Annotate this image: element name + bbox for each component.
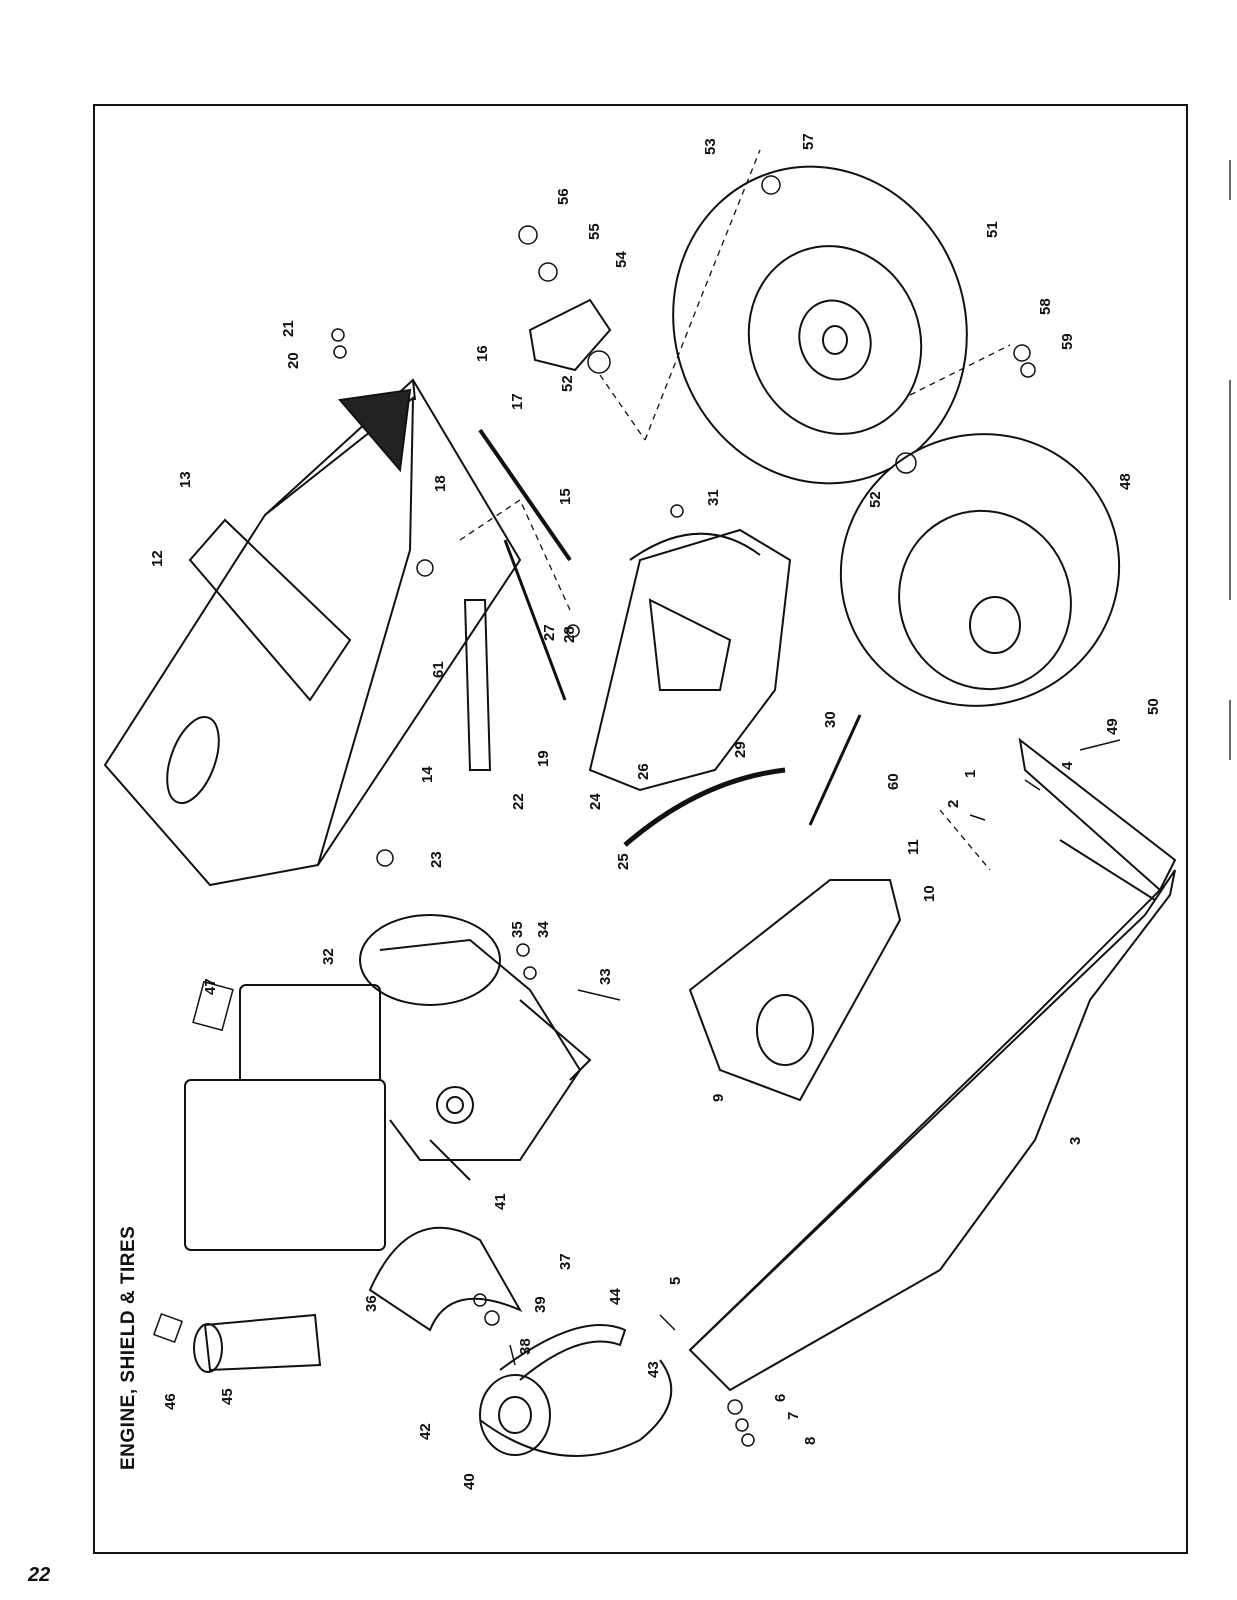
callout-label: 1 <box>962 770 979 778</box>
callout-label: 42 <box>417 1423 434 1440</box>
callout-label: 11 <box>905 839 922 855</box>
engine-part <box>184 914 592 1251</box>
callout-label: 29 <box>732 741 749 758</box>
callout-label: 31 <box>705 489 722 506</box>
callout-label: 43 <box>645 1361 662 1378</box>
callout-label: 55 <box>586 223 603 240</box>
callout-label: 6 <box>772 1394 789 1402</box>
wheel-part-front <box>839 433 1121 707</box>
callout-label: 52 <box>559 375 576 392</box>
wheel-part-rear <box>672 165 968 485</box>
shaft-part <box>478 428 572 562</box>
callout-label: 30 <box>822 711 839 728</box>
callout-label: 47 <box>202 978 219 995</box>
axle-part <box>808 714 862 826</box>
callout-label: 2 <box>945 800 962 808</box>
callout-label: 57 <box>800 133 817 150</box>
callout-label: 58 <box>1037 298 1054 315</box>
diagram-frame <box>93 104 1188 1554</box>
belt-part <box>623 767 786 847</box>
callout-label: 44 <box>607 1288 624 1305</box>
pulley-part <box>479 1324 673 1457</box>
callout-label: 13 <box>177 471 194 488</box>
hub-washer-part <box>528 298 612 372</box>
callout-label: 37 <box>557 1253 574 1270</box>
callout-label: 19 <box>535 750 552 767</box>
scan-edge-mark <box>1229 380 1231 600</box>
callout-label: 40 <box>461 1473 478 1490</box>
callout-label: 48 <box>1117 473 1134 490</box>
callout-label: 9 <box>710 1094 727 1102</box>
callout-label: 53 <box>702 138 719 155</box>
callout-label: 15 <box>557 488 574 505</box>
callout-label: 16 <box>474 345 491 362</box>
callout-label: 38 <box>517 1338 534 1355</box>
callout-label: 27 <box>541 624 558 641</box>
chassis-part <box>688 737 1177 1392</box>
callout-label: 41 <box>492 1193 509 1210</box>
callout-label: 20 <box>285 352 302 369</box>
rod-part <box>503 539 567 701</box>
callout-label: 59 <box>1059 333 1076 350</box>
callout-label: 25 <box>615 853 632 870</box>
callout-label: 34 <box>535 921 552 938</box>
callout-label: 32 <box>320 948 337 965</box>
tube-part <box>193 1313 322 1373</box>
callout-label: 61 <box>430 661 447 678</box>
callout-label: 23 <box>428 851 445 868</box>
callout-label: 28 <box>561 626 578 643</box>
side-cover-part <box>588 528 792 792</box>
belt-guard-part <box>368 1226 523 1332</box>
callout-label: 33 <box>597 968 614 985</box>
callout-label: 21 <box>280 320 297 337</box>
callout-label: 22 <box>510 793 527 810</box>
callout-label: 4 <box>1059 761 1076 770</box>
callout-label: 35 <box>509 921 526 938</box>
callout-label: 7 <box>785 1412 802 1420</box>
callout-label: 39 <box>532 1296 549 1313</box>
callout-label: 45 <box>219 1388 236 1405</box>
callout-label: 3 <box>1067 1137 1084 1145</box>
callout-label: 36 <box>363 1295 380 1312</box>
callout-label: 24 <box>587 793 604 810</box>
engine-cover-part <box>103 378 522 887</box>
callout-label: 14 <box>419 766 436 783</box>
callout-label: 52 <box>867 491 884 508</box>
callout-label: 10 <box>921 885 938 902</box>
page-number: 22 <box>28 1564 51 1586</box>
callout-label: 12 <box>149 550 166 567</box>
scan-edge-mark <box>1229 160 1231 200</box>
scan-edge-mark <box>1229 700 1231 760</box>
callout-label: 51 <box>984 221 1001 238</box>
callout-label: 60 <box>885 773 902 790</box>
shield-part <box>688 879 902 1102</box>
callout-label: 26 <box>635 763 652 780</box>
bracket-part <box>463 599 492 771</box>
callout-label: 46 <box>162 1393 179 1410</box>
callout-label: 56 <box>555 188 572 205</box>
callout-label: 17 <box>509 393 526 410</box>
callout-label: 54 <box>613 251 630 268</box>
callout-label: 5 <box>667 1277 684 1285</box>
callout-label: 18 <box>432 475 449 492</box>
callout-label: 49 <box>1104 718 1121 735</box>
callout-label: 8 <box>802 1437 819 1445</box>
callout-label: 50 <box>1145 698 1162 715</box>
